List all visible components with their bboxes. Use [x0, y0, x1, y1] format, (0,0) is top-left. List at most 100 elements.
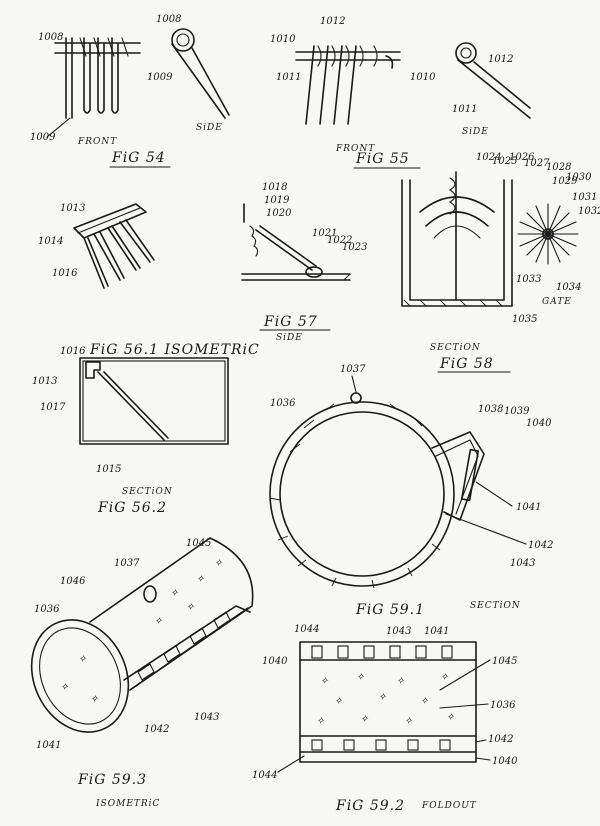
fig-59-3-label-1043: 1043: [194, 712, 219, 723]
fig-58: 1024 1025 1026 1027 1028 1029 1030 1031 …: [401, 152, 600, 373]
fig-59-2: ✧ ✧ ✧ ✧ ✧ ✧ ✧ ✧ ✧ ✧ ✧ 1043 1041 1045 103…: [252, 626, 518, 814]
fig-59-2-label-1042: 1042: [488, 734, 513, 745]
fig-59-1-label-1041: 1041: [516, 502, 541, 513]
fig-58-label-1030: 1030: [566, 172, 592, 183]
fig-56-2-label-1013: 1013: [32, 376, 57, 387]
fig-54-label-1009-front: 1009: [30, 132, 56, 143]
fig-56-1-label-1016: 1016: [52, 268, 78, 279]
fig-57-label-1020: 1020: [266, 208, 292, 219]
fig-58-label-1026: 1026: [509, 152, 535, 163]
fig-54-front-view: [54, 37, 141, 119]
fig-59-2-label-1036: 1036: [490, 700, 516, 711]
fig-59-3-star: ✧: [60, 682, 69, 693]
fig-54-front-text: FRONT: [77, 137, 117, 147]
fig-56-2-caption: FiG 56.2: [97, 500, 167, 516]
fig-59-3-caption: FiG 59.3: [77, 772, 147, 788]
fig-59-3-label-1046: 1046: [60, 576, 86, 587]
fig-58-caption: FiG 58: [439, 356, 494, 372]
fig-57-caption: FiG 57: [263, 314, 318, 330]
fig-58-label-1033: 1033: [516, 274, 541, 285]
fig-55-label-1012-side: 1012: [488, 54, 513, 65]
fig-59-1-label-1037: 1037: [340, 364, 366, 375]
fig-59-3-star: ✧: [170, 588, 179, 599]
fig-59-3-star: ✧: [90, 694, 99, 705]
fig-59-2-caption: FiG 59.2: [335, 798, 405, 814]
fig-59-3-star: ✧: [214, 558, 223, 569]
fig-56-2-label-1016: 1016: [60, 346, 86, 357]
fig-59-1-label-1036: 1036: [270, 398, 296, 409]
fig-56-2-section-text: SECTiON: [122, 487, 173, 497]
fig-54-side-view: [171, 28, 230, 119]
fig-54-caption: FiG 54: [111, 150, 166, 166]
fig-59-2-star: ✧: [334, 696, 343, 707]
fig-59-1: 1037 1036 1038 1039 1040 1041 1042 1043 …: [269, 364, 553, 618]
fig-59-3-star: ✧: [78, 654, 87, 665]
fig-59-3-label-1044: 1044: [294, 624, 319, 635]
fig-58-label-1024: 1024: [476, 152, 501, 163]
fig-54-side-text: SiDE: [196, 123, 223, 133]
fig-58-label-1034: 1034: [556, 282, 581, 293]
fig-58-gate: [517, 203, 579, 265]
fig-58-section-text: SECTiON: [430, 343, 481, 353]
fig-56-2-label-1015: 1015: [96, 464, 121, 475]
fig-58-label-1031: 1031: [572, 192, 597, 203]
fig-59-1-label-1042: 1042: [528, 540, 553, 551]
fig-57-label-1018: 1018: [262, 182, 287, 193]
fig-59-3-label-1037: 1037: [114, 558, 140, 569]
fig-58-label-1035: 1035: [512, 314, 537, 325]
fig-56-1-label-1013: 1013: [60, 203, 85, 214]
fig-59-2-star: ✧: [356, 672, 365, 683]
fig-55-label-1010-side: 1010: [410, 72, 436, 83]
fig-54-label-1009-side: 1009: [147, 72, 173, 83]
fig-59-2-star: ✧: [378, 692, 387, 703]
fig-59-3-label-1041: 1041: [36, 740, 61, 751]
fig-58-label-1028: 1028: [546, 162, 571, 173]
fig-54: 1008 1009 1008 1009 FRONT SiDE FiG 54: [30, 14, 230, 168]
fig-55-caption: FiG 55: [355, 151, 410, 167]
fig-54-label-1008-front: 1008: [38, 32, 63, 43]
fig-59-2-label-1044: 1044: [252, 770, 277, 781]
fig-55-label-1011-front: 1011: [276, 72, 301, 83]
fig-59-2-label-1045: 1045: [492, 656, 517, 667]
fig-59-2-star: ✧: [320, 676, 329, 687]
fig-55-label-1011-side: 1011: [452, 104, 477, 115]
fig-57-label-1023: 1023: [342, 242, 367, 253]
fig-59-1-label-1043: 1043: [510, 558, 535, 569]
fig-56-2-label-1017: 1017: [40, 402, 66, 413]
fig-59-1-label-1038: 1038: [478, 404, 503, 415]
fig-59-2-star: ✧: [446, 712, 455, 723]
fig-59-2-label-1041: 1041: [424, 626, 449, 637]
fig-59-2-star: ✧: [360, 714, 369, 725]
fig-59-1-caption: FiG 59.1: [355, 602, 425, 618]
fig-55-front-view: [295, 45, 401, 125]
fig-56-2: 1016 FiG 56.1 ISOMETRiC 1013 1017 1015 S…: [32, 342, 260, 516]
fig-59-2-star: ✧: [396, 676, 405, 687]
fig-59-2-label-1043: 1043: [386, 626, 411, 637]
fig-56-1-label-1014: 1014: [38, 236, 63, 247]
fig-59-2-star: ✧: [316, 716, 325, 727]
fig-59-1-label-1039: 1039: [504, 406, 530, 417]
fig-57: 1018 1019 1020 1021 1022 1023 FiG 57 SiD…: [241, 182, 367, 343]
fig-55-side-view: [455, 42, 531, 119]
fig-55-label-1012-front: 1012: [320, 16, 345, 27]
fig-59-3-label-1040: 1040: [262, 656, 288, 667]
fig-56-1-caption: FiG 56.1 ISOMETRiC: [89, 342, 260, 358]
fig-57-label-1021: 1021: [312, 228, 337, 239]
fig-59-2-star: ✧: [440, 672, 449, 683]
fig-58-label-1029: 1029: [552, 176, 578, 187]
fig-56-1: 1013 1014 1016: [38, 203, 155, 289]
fig-55-label-1010-front: 1010: [270, 34, 296, 45]
fig-57-side-text: SiDE: [276, 333, 303, 343]
fig-59-3: ✧ ✧ ✧ ✧ ✧ ✧ ✧ ✧ 1046 1037 1045 1036 1044…: [30, 537, 319, 809]
fig-57-label-1022: 1022: [327, 235, 352, 246]
fig-59-1-label-1040: 1040: [526, 418, 552, 429]
fig-59-3-sub-text: ISOMETRiC: [95, 799, 160, 809]
fig-54-label-1008-side: 1008: [156, 14, 181, 25]
fig-59-3-star: ✧: [196, 574, 205, 585]
fig-59-2-sub-text: FOLDOUT: [421, 801, 477, 811]
fig-59-2-label-1040: 1040: [492, 756, 518, 767]
fig-58-label-1027: 1027: [524, 158, 550, 169]
fig-58-gate-text: GATE: [542, 297, 572, 307]
